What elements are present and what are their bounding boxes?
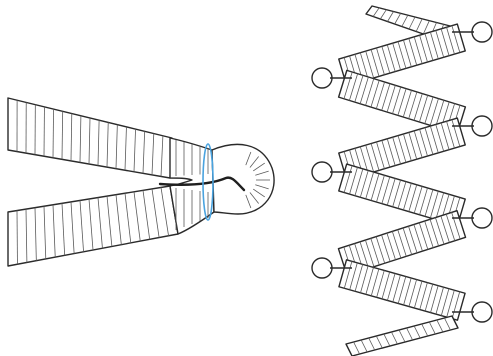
zigzag-segment-5 [339, 260, 465, 320]
fold-loop-right-4-outline [472, 302, 492, 322]
lower-arm-band [8, 186, 178, 266]
hatch-line [53, 109, 54, 158]
upper-arm-band [8, 98, 172, 178]
fold-loop-left-3-outline [312, 258, 332, 278]
fold-loop-left-2-outline [312, 162, 332, 182]
zigzag-segment-bottom [346, 316, 458, 356]
fold-loop-right-3-outline [472, 208, 492, 228]
upper-arm-band-outline [8, 98, 172, 178]
closeup-panel [8, 98, 274, 266]
fold-loop-right-2-outline [472, 116, 492, 136]
fold-loop-left-1-outline [312, 68, 332, 88]
lower-arm-band-outline [8, 186, 178, 266]
fold-loop-right-1-outline [472, 22, 492, 42]
zigzag-panel [312, 6, 492, 356]
